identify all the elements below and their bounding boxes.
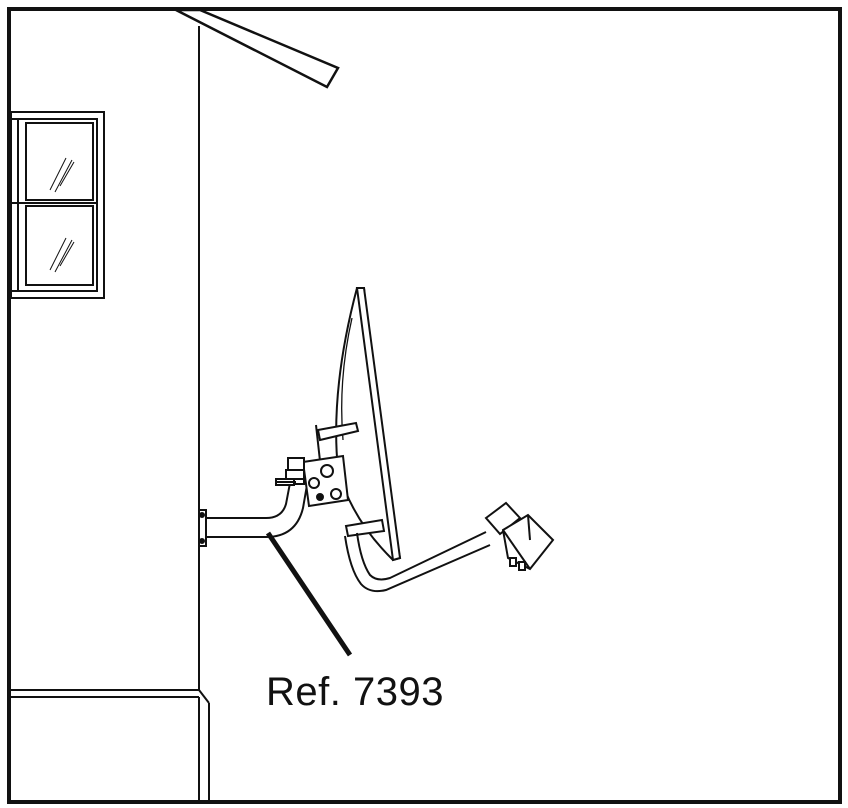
reference-label: Ref. 7393 — [266, 670, 444, 714]
callout-leader-line — [265, 531, 353, 657]
lnb-feed-arm — [344, 531, 491, 593]
house-window — [10, 111, 105, 299]
wall-arm — [206, 482, 308, 538]
dish-reflector — [335, 287, 402, 562]
roof-eave — [175, 8, 340, 89]
dish-bracket — [301, 421, 386, 538]
wall-mount-plate — [198, 509, 207, 547]
house-wall — [11, 26, 210, 800]
diagram-frame — [7, 7, 842, 804]
elevation-clamp — [275, 457, 305, 486]
lnb-unit — [484, 501, 555, 571]
glass-reflection — [49, 157, 75, 273]
